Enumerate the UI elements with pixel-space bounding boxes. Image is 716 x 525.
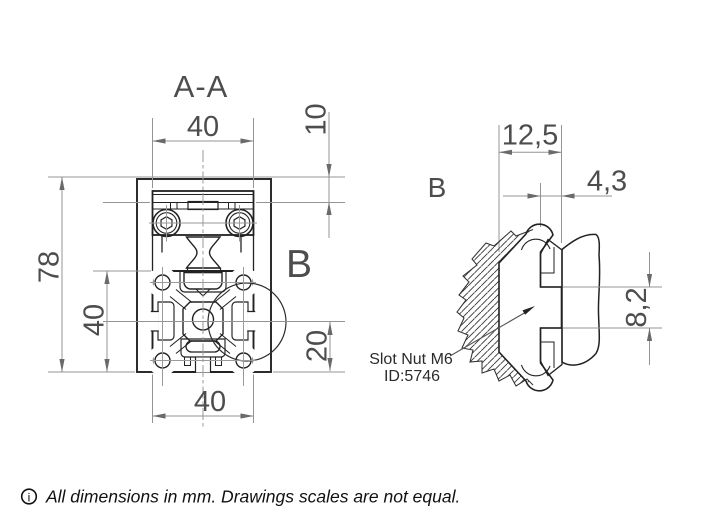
dim-top-offset: 10: [301, 103, 333, 238]
dim-bottom-width: 40: [152, 386, 254, 419]
svg-text:ID:5746: ID:5746: [384, 368, 440, 385]
dim-slot-opening: 8,2: [563, 252, 662, 365]
svg-text:4,3: 4,3: [587, 166, 627, 198]
leader-arrow: [522, 306, 535, 315]
info-icon: i: [20, 488, 38, 505]
dim-total-height: 78: [34, 177, 66, 372]
slot-nut: [498, 223, 563, 392]
section-dimensions: 40 10 78 40 20: [34, 69, 345, 428]
detail-view: 12,5 4,3 8,2: [369, 120, 662, 392]
dim-bottom-half: 20: [302, 322, 334, 371]
detail-title: B: [428, 172, 447, 203]
svg-text:12,5: 12,5: [502, 120, 558, 152]
dim-profile-height: 40: [79, 271, 111, 372]
outer-wall: [561, 233, 601, 366]
slot-nut-callout: Slot Nut M6 ID:5746: [369, 306, 535, 385]
detail-label-on-section: B: [286, 243, 312, 286]
dim-top-width: 40: [152, 111, 254, 144]
dim-lip-depth: 4,3: [503, 166, 627, 199]
dimensions-note: All dimensions in mm. Drawings scales ar…: [45, 487, 460, 507]
svg-text:78: 78: [34, 251, 66, 283]
svg-text:40: 40: [79, 304, 111, 336]
dim-nut-width: 12,5: [499, 120, 562, 155]
profile-material-break: [457, 229, 533, 386]
svg-text:40: 40: [194, 386, 226, 418]
svg-text:20: 20: [302, 330, 334, 362]
svg-text:i: i: [28, 491, 31, 505]
section-title: A-A: [174, 69, 229, 104]
svg-text:40: 40: [187, 111, 219, 143]
svg-text:10: 10: [301, 103, 333, 135]
svg-text:8,2: 8,2: [621, 287, 653, 327]
section-view: [136, 178, 287, 376]
break-line: [456, 229, 534, 387]
svg-text:Slot Nut M6: Slot Nut M6: [369, 351, 453, 368]
footer-note: i All dimensions in mm. Drawings scales …: [20, 487, 460, 507]
